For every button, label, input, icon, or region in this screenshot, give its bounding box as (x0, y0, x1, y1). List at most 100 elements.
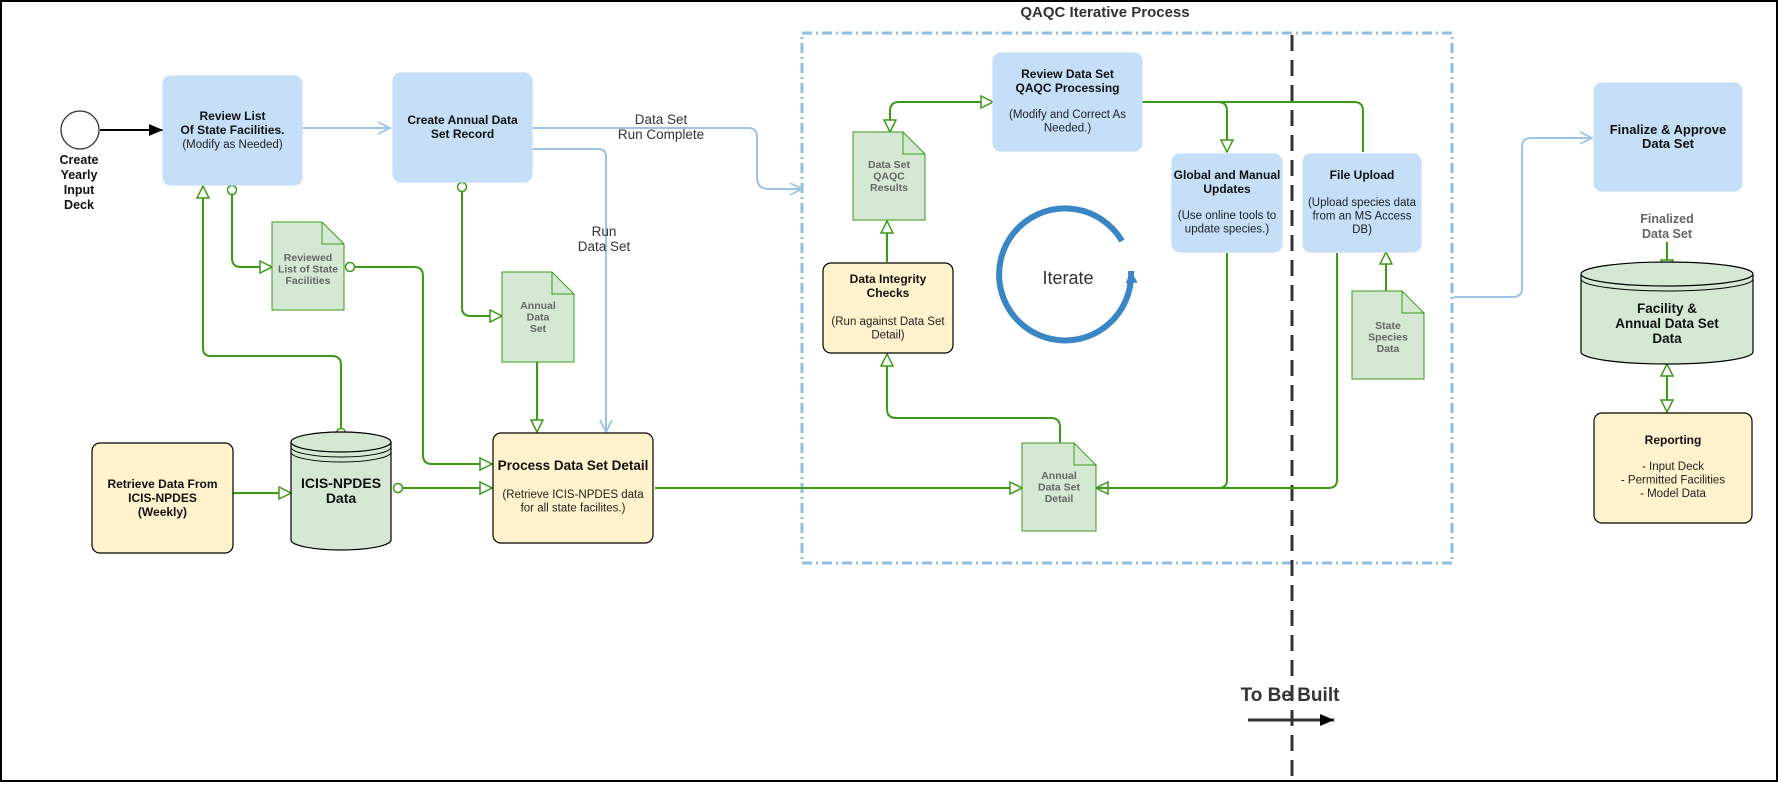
annual-data-set-doc-label: Data (527, 312, 550, 324)
retrieve-box-shape[interactable] (91, 442, 234, 554)
reporting-box[interactable]: Reporting - Input Deck - Permitted Facilit… (1593, 412, 1753, 524)
integrity-box-shape[interactable] (822, 262, 954, 354)
facility-db-label: Annual Data Set (1615, 316, 1719, 331)
edge-label-run-complete: Data Set (635, 112, 688, 127)
qaqc-results-doc-fold (902, 132, 925, 155)
finalize-box-title: Finalize & Approve (1610, 122, 1727, 137)
process-box[interactable]: Process Data Set Detail(Retrieve ICIS-NP… (492, 432, 654, 544)
annual-detail-doc-label: Annual (1041, 470, 1077, 482)
review-list-box-title: Of State Facilities. (180, 123, 284, 137)
finalize-box-shape[interactable] (1593, 82, 1743, 192)
icis-npdes-db-top (290, 431, 392, 453)
review-list-box-body: (Modify as Needed) (182, 139, 283, 151)
reviewed-list-doc-label: List of State (278, 264, 338, 276)
edge-label-finalized: Data Set (1642, 227, 1693, 241)
reporting-box-body: - Permitted Facilities (1621, 475, 1725, 487)
facility-db-body[interactable] (1580, 274, 1754, 365)
integrity-box-body: (Run against Data Set (831, 316, 945, 328)
edge-qaqc-to-finalize (1454, 138, 1592, 298)
annual-detail-doc-fold (1073, 443, 1096, 466)
finalize-box-title: Data Set (1642, 136, 1695, 151)
file-upload-box-title: File Upload (1330, 168, 1395, 182)
retrieve-box-title: (Weekly) (138, 505, 187, 519)
edge-reviewed-doc-to-process (350, 267, 492, 464)
icis-npdes-db-label: ICIS-NPDES (301, 475, 381, 491)
edge-label-finalized-bg (1636, 210, 1700, 242)
qaqc-results-doc-label: Data Set (868, 159, 911, 171)
annual-detail-doc-label: Data Set (1038, 482, 1081, 494)
edge-create-annual-run (533, 148, 606, 432)
review-list-box-title: Review List (199, 109, 265, 123)
edge-create-annual-to-annual-doc (462, 187, 502, 316)
file-upload-box-body: (Upload species data (1308, 197, 1417, 209)
integrity-box-title: Checks (867, 286, 910, 300)
iterate-label: Iterate (1042, 268, 1093, 288)
facility-db-top (1580, 261, 1754, 287)
process-box-shape[interactable] (492, 432, 654, 544)
state-species-doc-label: Data (1377, 343, 1400, 355)
qaqc-results-doc-label: Results (870, 182, 908, 194)
annual-data-set-doc-label: Annual (520, 300, 556, 312)
start-event-label: Yearly (61, 168, 98, 182)
edge-annual-detail-to-integrity (887, 354, 1061, 443)
annual-detail-doc-label: Detail (1045, 493, 1074, 505)
reviewed-list-doc-label: Facilities (286, 275, 331, 287)
edge-qaqc-loop (890, 102, 993, 132)
qaqc-group-border (800, 31, 1454, 565)
start-event-circle[interactable] (60, 110, 100, 150)
review-qaqc-box-body: Needed.) (1044, 123, 1091, 135)
icis-npdes-db-ring (290, 451, 392, 463)
integrity-box-body: Detail) (871, 330, 904, 342)
create-annual-box-shape[interactable] (392, 72, 533, 183)
state-species-doc-fold (1401, 291, 1424, 314)
create-annual-box-title: Create Annual Data (407, 113, 518, 127)
global-manual-box-shape[interactable] (1171, 153, 1283, 253)
review-qaqc-box-shape[interactable] (992, 52, 1143, 152)
edge-label-run-complete: Run Complete (618, 127, 704, 142)
reviewed-list-doc-label: Reviewed (284, 252, 332, 264)
reporting-box-title: Reporting (1645, 433, 1702, 447)
edge-create-annual-to-qaqc (533, 127, 802, 189)
file-upload-box-shape[interactable] (1302, 153, 1422, 253)
start-event-label: Deck (64, 198, 94, 212)
qaqc-group-title: QAQC Iterative Process (1020, 4, 1189, 21)
review-list-box-shape[interactable] (162, 75, 303, 186)
global-manual-box-body: update species.) (1185, 224, 1270, 236)
qaqc-results-doc-label: QAQC (873, 171, 905, 183)
file-upload-box-body: DB) (1352, 224, 1372, 236)
icis-npdes-db-ring (290, 446, 392, 458)
iterate-cycle-icon (996, 205, 1138, 344)
start-event-label: Input (64, 183, 95, 197)
global-manual-box-title: Updates (1203, 182, 1251, 196)
create-annual-box-title: Set Record (431, 127, 494, 141)
reporting-box-body: - Input Deck (1642, 461, 1704, 473)
edge-label-finalized: Finalized (1640, 212, 1693, 226)
review-qaqc-box-title: Review Data Set (1021, 67, 1114, 81)
icis-npdes-db-label: Data (326, 490, 357, 506)
global-manual-box-title: Global and Manual (1174, 168, 1281, 182)
icis-npdes-db-body[interactable] (290, 442, 392, 551)
reporting-box-shape[interactable] (1593, 412, 1753, 524)
reviewed-list-doc-fold (321, 222, 344, 245)
to-be-built-label: To Be Built (1241, 685, 1341, 706)
edge-file-upload-to-annual-detail (1096, 253, 1338, 489)
edge-review-list-to-reviewed-doc (232, 190, 272, 267)
